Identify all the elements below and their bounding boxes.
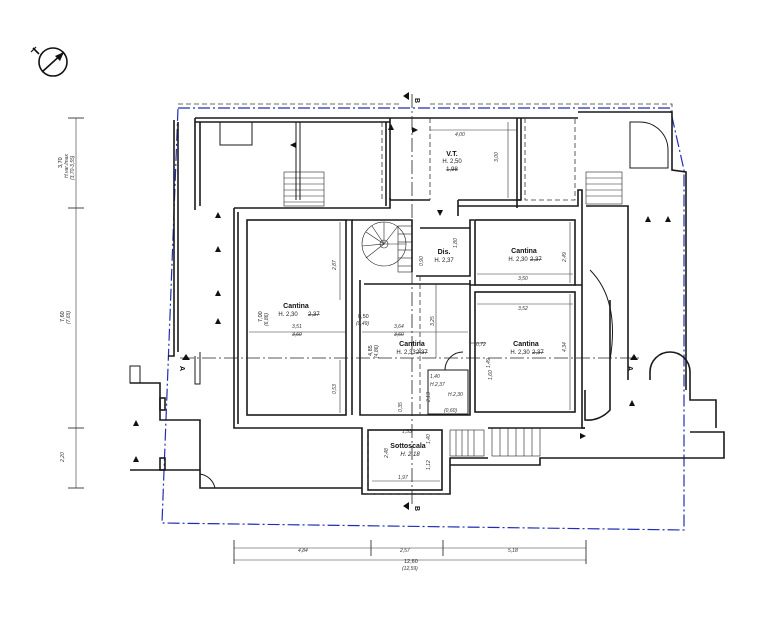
section-a-right-label: A: [626, 366, 633, 371]
section-a-left-label: A: [178, 366, 185, 371]
north-arrow-icon: [30, 46, 68, 77]
hidden-lines: [367, 118, 576, 495]
wc-d: (0,60): [444, 408, 457, 414]
dim-mid-bottom: 0,35: [398, 402, 404, 412]
dim-sotto-h3: 1,40: [426, 434, 432, 444]
walls: [129, 111, 725, 495]
wc-c: H.2,30: [448, 392, 463, 398]
dim-mid-side-old: (4,86): [374, 345, 380, 358]
dim-left-side: 7,00: [258, 311, 264, 322]
section-mark-b-top: B: [403, 92, 420, 103]
room-cantina-mid-height: H. 2,33: [396, 350, 416, 356]
dim-mid-side: 4,85: [368, 345, 374, 356]
room-dis-name: Dis.: [438, 249, 451, 256]
dim-right-bottom-height: 4,34: [562, 342, 568, 352]
room-cantina-left-name: Cantina: [283, 303, 309, 310]
dim-total-old: (12,59): [402, 566, 418, 572]
section-b-bottom-label: B: [413, 506, 420, 511]
dim-left-bottom: 0,53: [332, 384, 338, 394]
interior-dimensions: 4,00 3,00 2,87 3,51 3,60 0,53 7,00 (6,86…: [249, 122, 573, 482]
room-sottoscala-name: Sottoscala: [390, 443, 426, 450]
dim-mid-width-old: 3,60: [394, 332, 404, 338]
dim-vert-mid-old: (7,65): [66, 311, 72, 324]
dim-vert-top: 3,70: [58, 157, 64, 168]
dim-mid-small: 2,13: [426, 392, 432, 403]
dim-bottom-2: 2,57: [399, 548, 410, 554]
section-b-top-label: B: [413, 98, 420, 103]
dim-vert-top-note: H.var./max: [64, 154, 70, 178]
dim-dis-w: 0,90: [419, 256, 425, 266]
room-vt-name: V.T.: [446, 151, 457, 158]
dim-left-height: 2,87: [332, 260, 338, 271]
dim-total: 12,60: [404, 559, 418, 565]
room-cantina-left-height: H. 2,30: [278, 312, 298, 318]
dim-mid-gap-old: (0,49): [356, 321, 369, 327]
dim-dis-h: 1,80: [453, 238, 459, 248]
wc-a: 1,40: [430, 374, 440, 380]
room-sottoscala-height: H. 2,18: [400, 452, 420, 458]
dim-vt-height: 3,00: [494, 152, 500, 162]
room-cantina-right-top-name: Cantina: [511, 248, 537, 255]
section-mark-a-right: A: [626, 354, 638, 371]
dim-sotto-h1: 2,48: [384, 448, 390, 459]
stairs: [283, 171, 623, 457]
room-cantina-right-bottom-height: H. 2,30: [510, 350, 530, 356]
room-cantina-mid-height-old: 2,37: [416, 350, 428, 356]
dim-left-side-old: (6,86): [264, 313, 270, 326]
dim-wc-h: 1,49: [486, 358, 492, 368]
room-dis-height: H. 2,37: [434, 258, 454, 264]
dim-bottom-1: 4,84: [298, 548, 308, 554]
dim-right-top-width: 3,50: [518, 276, 528, 282]
bottom-dimensions: 4,84 2,57 5,18 12,60 (12,59): [233, 540, 587, 572]
dim-door-gap: 0,72: [476, 342, 486, 348]
dim-sotto-top: 1,53: [402, 429, 412, 435]
dim-mid-gap: 0,50: [358, 314, 369, 320]
dim-vert-top-old: (3,70-3,55): [70, 155, 76, 180]
section-mark-b-bottom: B: [403, 502, 420, 511]
dim-mid-width: 3,64: [394, 324, 404, 330]
dim-right-top-height: 2,49: [562, 252, 568, 263]
dim-vt-width: 4,00: [455, 132, 465, 138]
left-dimensions: 3,70 H.var./max (3,70-3,55) 7,60 (7,65) …: [58, 117, 84, 489]
wc-b: H.2,37: [430, 382, 445, 388]
dashed-outline-top: [178, 103, 673, 112]
dim-vert-mid: 7,60: [60, 311, 66, 322]
property-boundary: [161, 107, 685, 531]
dim-wc-w: 1,60: [488, 370, 494, 380]
dim-sotto-w: 1,97: [398, 475, 408, 481]
room-cantina-right-top-height: H. 2,30: [508, 257, 528, 263]
dim-bottom-3: 5,18: [508, 548, 518, 554]
direction-arrows: [133, 124, 671, 462]
room-vt-height-old: 1,98: [446, 167, 458, 173]
dim-left-width: 3,51: [292, 324, 302, 330]
section-lines: [180, 94, 640, 506]
room-cantina-right-bottom-height-old: 2,37: [532, 350, 544, 356]
room-vt-height: H. 2,50: [442, 159, 462, 165]
dim-left-width-old: 3,60: [292, 332, 302, 338]
dim-right-bottom-width: 3,52: [518, 306, 528, 312]
dim-mid-right: 3,25: [430, 316, 436, 326]
dim-vert-bot: 2,20: [60, 452, 66, 463]
dim-sotto-h2: 1,12: [426, 460, 432, 470]
section-mark-a-left: A: [178, 354, 190, 371]
room-cantina-mid-name: Cantina: [399, 341, 425, 348]
room-cantina-right-top-height-old: 2,37: [530, 257, 542, 263]
room-cantina-right-bottom-name: Cantina: [513, 341, 539, 348]
room-cantina-left-height-old: 2,37: [308, 312, 320, 318]
